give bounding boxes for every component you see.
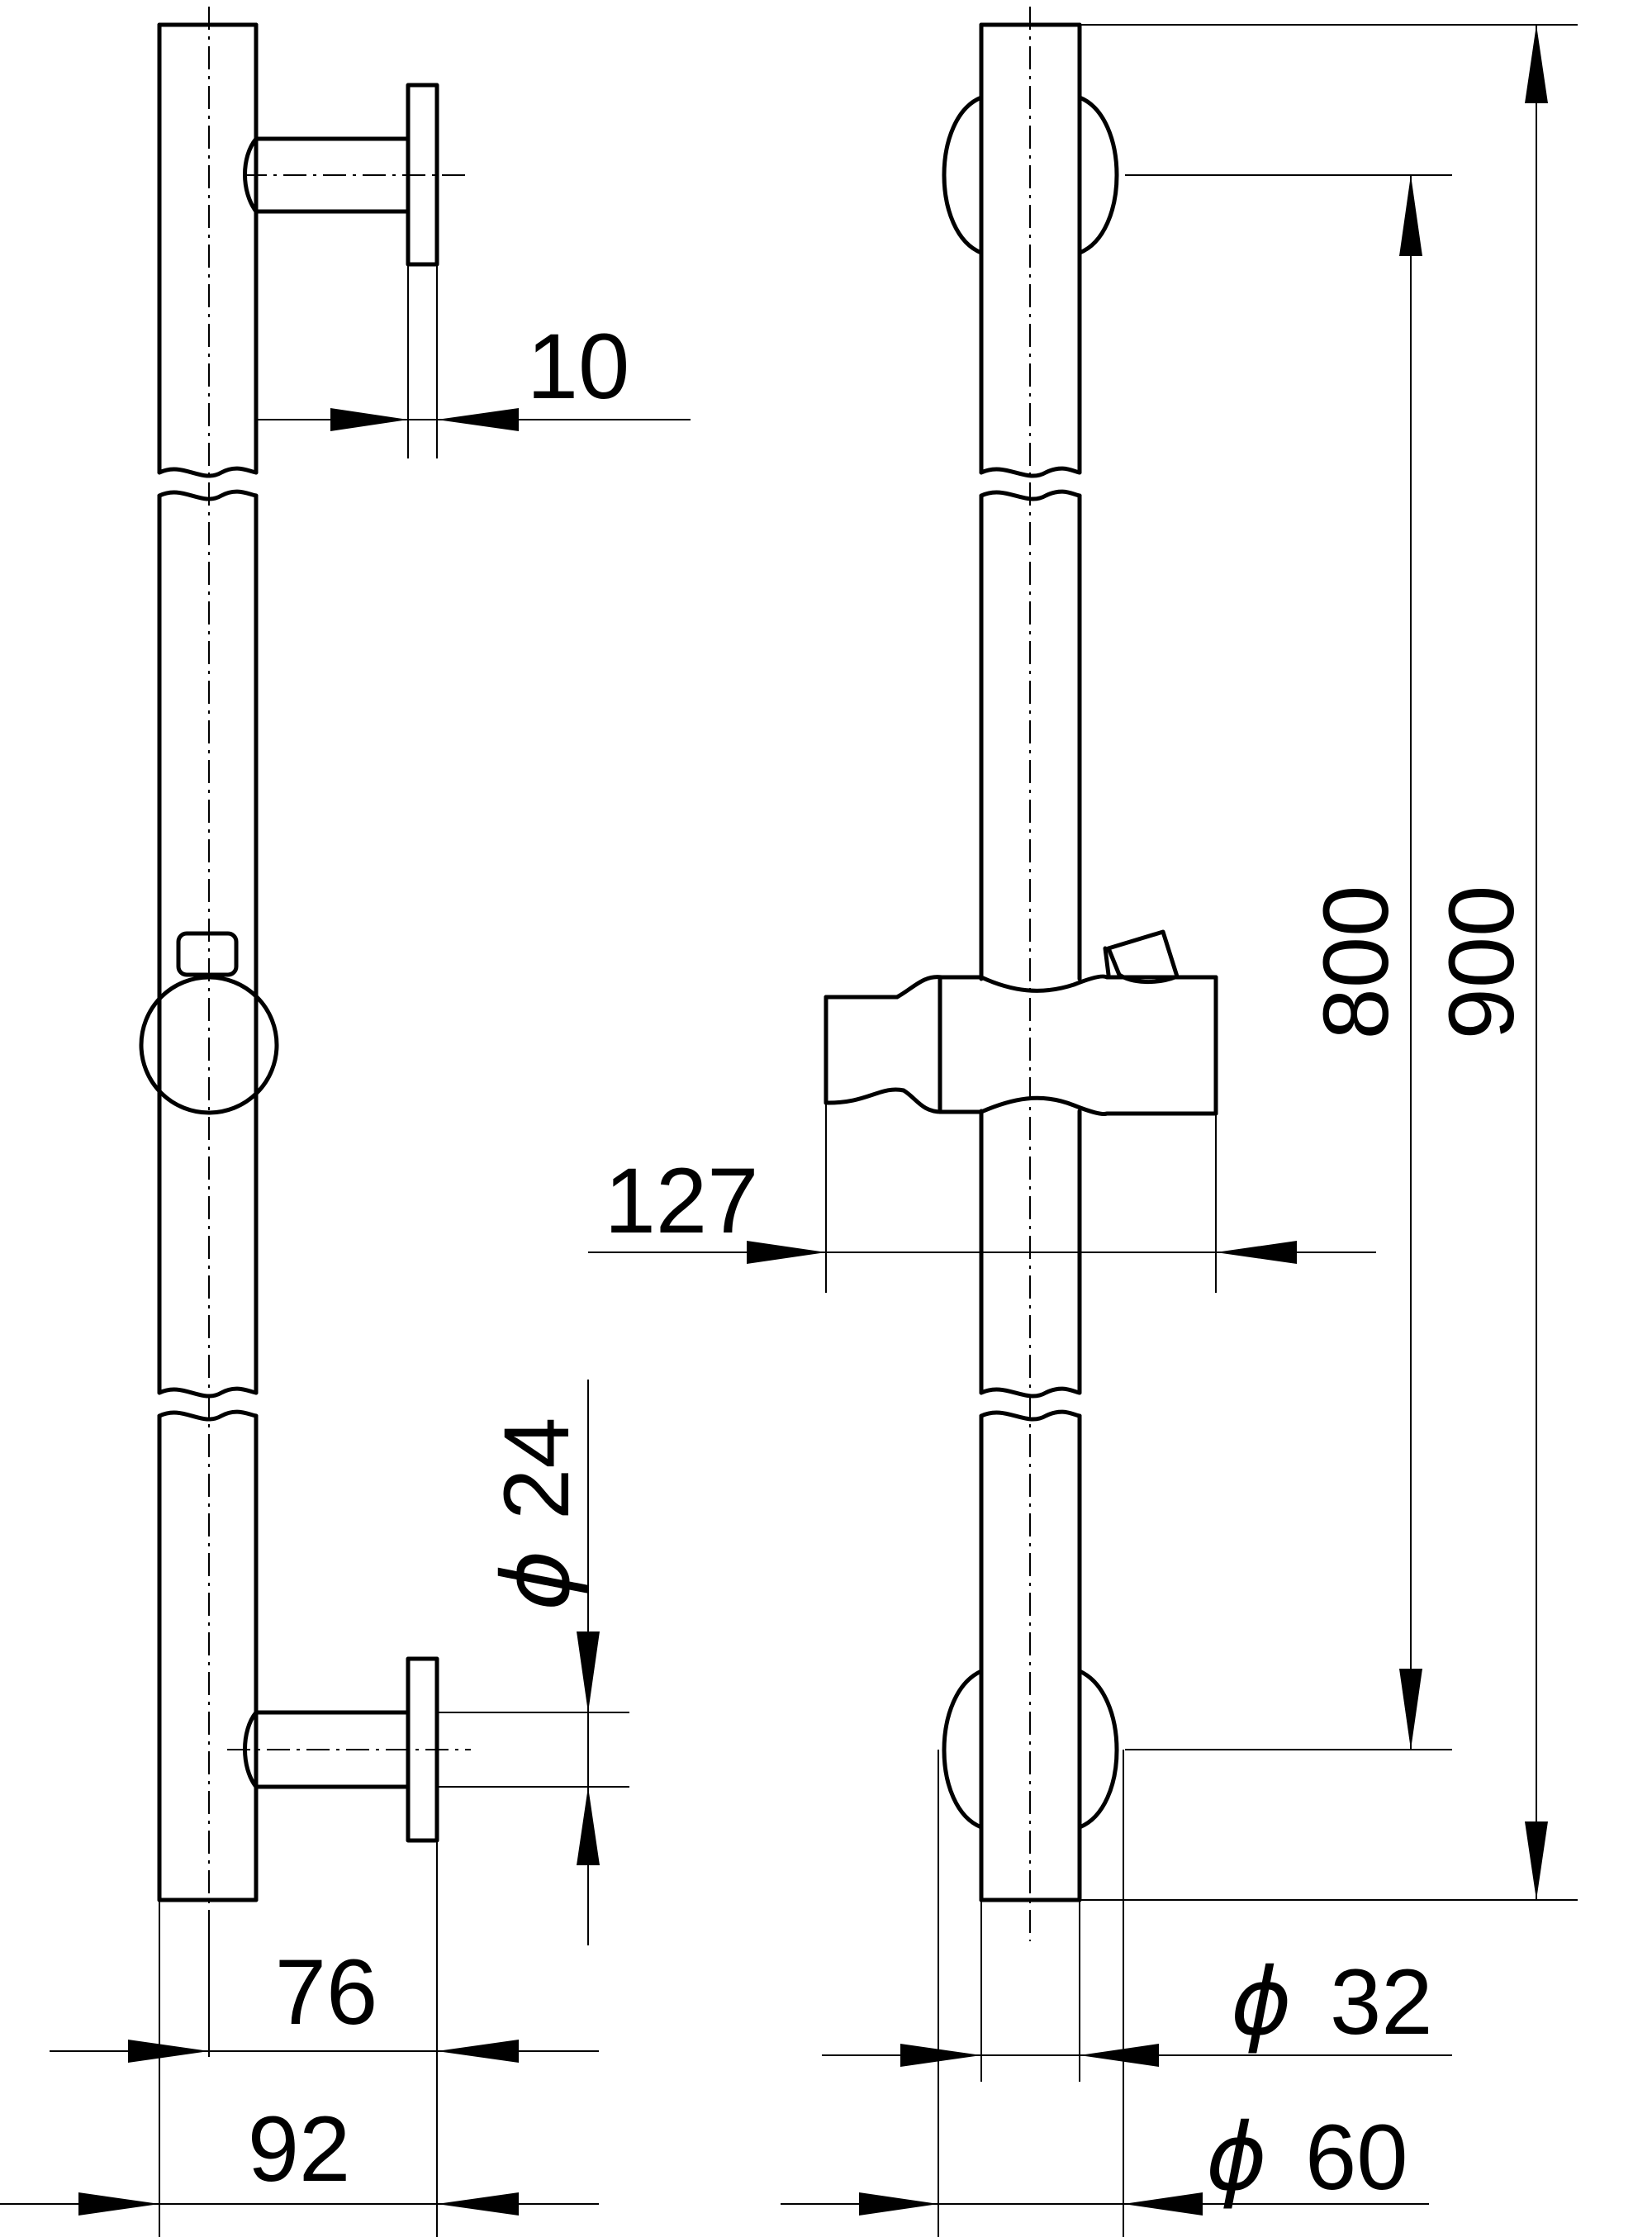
dim-92-label: 92 [248, 2097, 351, 2201]
dim-10-label: 10 [527, 315, 630, 418]
dim-60: ϕ 60 [781, 1750, 1429, 2237]
dim-10: 10 [256, 264, 691, 458]
diameter-symbol-icon: ϕ [1206, 2104, 1267, 2211]
dim-32: ϕ 32 [822, 1900, 1452, 2082]
dim-24-label: 24 [485, 1417, 588, 1520]
dim-127: 127 [588, 1103, 1376, 1293]
front-view: 127 800 900 [588, 7, 1578, 2237]
dim-60-label: 60 [1305, 2106, 1408, 2209]
dim-76-label: 76 [275, 1940, 378, 2044]
dim-800: 800 [1125, 174, 1452, 1750]
side-bottom-bracket [227, 1656, 471, 1843]
front-slider [824, 929, 1218, 1116]
dim-92: 92 [0, 1900, 599, 2237]
side-view: 10 ϕ 24 76 9 [0, 7, 691, 2237]
side-rail [157, 22, 259, 1902]
dim-900: 900 [1080, 24, 1578, 1901]
dim-24: ϕ 24 [437, 1380, 629, 1945]
front-top-flange [942, 95, 1119, 255]
front-bottom-flange [942, 1669, 1119, 1830]
side-slider-knob [139, 931, 279, 1115]
diameter-symbol-icon: ϕ [1231, 1949, 1292, 2056]
side-top-bracket [243, 83, 467, 267]
dim-900-label: 900 [1430, 886, 1533, 1040]
dim-32-label: 32 [1330, 1950, 1433, 2054]
diameter-symbol-icon: ϕ [483, 1550, 591, 1611]
dim-76: 76 [50, 1840, 599, 2237]
front-rail [979, 22, 1082, 1902]
dim-800-label: 800 [1304, 886, 1408, 1040]
dim-127-label: 127 [605, 1149, 759, 1252]
